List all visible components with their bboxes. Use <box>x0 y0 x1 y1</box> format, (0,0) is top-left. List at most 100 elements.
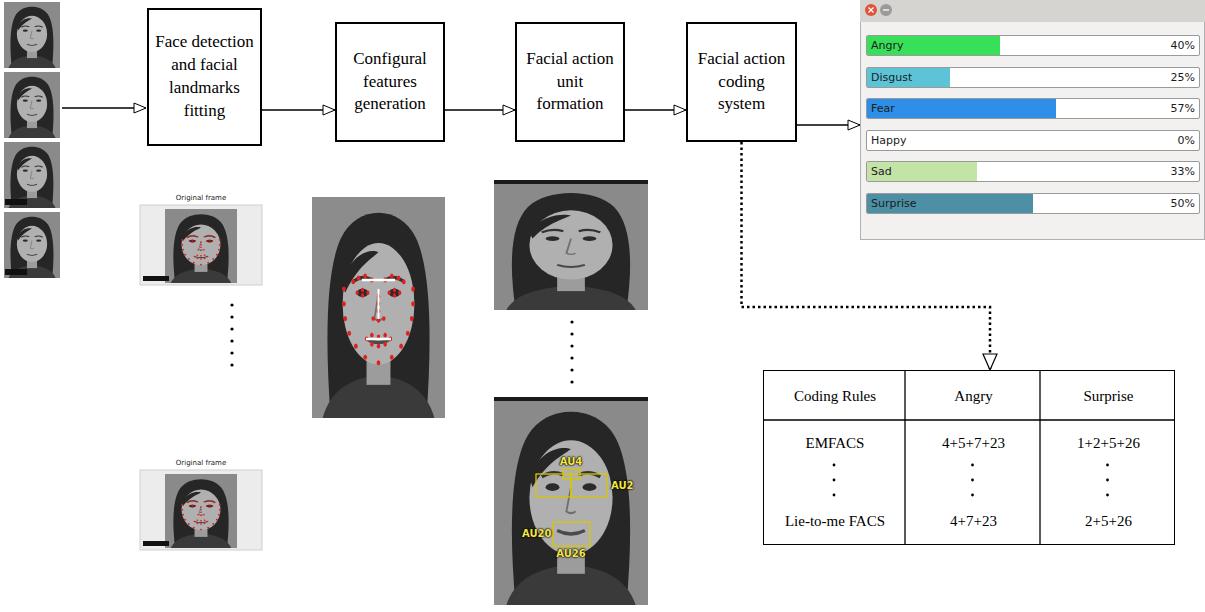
box-label: Face detection and facial landmarks fitt… <box>155 31 254 123</box>
emotion-percent: 40% <box>1171 39 1195 52</box>
flow-arrow <box>625 109 686 110</box>
timestamp-strip <box>5 269 27 275</box>
photo <box>4 142 60 208</box>
frame-caption: Original frame <box>176 460 226 468</box>
photo <box>494 397 648 605</box>
action-unit-label: AU26 <box>556 548 585 559</box>
photo <box>4 72 60 138</box>
action-unit-label: AU20 <box>522 528 551 539</box>
landmark-frames <box>140 205 262 550</box>
photo-strip <box>494 397 648 401</box>
feature-line <box>378 289 380 319</box>
au-box <box>536 474 571 497</box>
table-cell: Lie-to-me FACS <box>764 512 906 530</box>
box-label: Facial action coding system <box>694 48 789 117</box>
process-box: Facial action unit formation <box>515 22 625 142</box>
table-cell: Surprise <box>1041 387 1176 405</box>
action-unit-faces <box>494 180 648 605</box>
ellipsis-dots <box>570 320 573 383</box>
action-unit-label: AU4 <box>560 456 583 467</box>
emotion-bar: Angry 40% <box>866 35 1200 56</box>
photo <box>4 212 60 278</box>
table-rule <box>904 370 905 545</box>
flow-arrow <box>797 124 860 125</box>
photo <box>494 180 648 310</box>
process-box: Facial action coding system <box>686 22 797 142</box>
emotion-percent: 57% <box>1171 102 1195 115</box>
emotion-bar: Surprise 50% <box>866 193 1200 214</box>
landmarks <box>181 235 220 266</box>
box-label: Configural features generation <box>343 48 437 117</box>
landmarks <box>181 500 220 531</box>
process-box: Face detection and facial landmarks fitt… <box>147 8 262 146</box>
bar-fill <box>867 99 1056 118</box>
au-box <box>571 474 607 497</box>
face-photo <box>323 213 435 418</box>
close-button <box>865 4 877 16</box>
box-label: Facial action unit formation <box>523 48 617 117</box>
emotion-name: Fear <box>871 102 895 115</box>
results-window: Angry 40% Disgust 25% Fear 57% Happy 0% Sad 33% Su… <box>860 0 1205 240</box>
flow-arrow <box>445 109 515 110</box>
table-rule <box>1039 370 1040 545</box>
photo <box>4 2 60 68</box>
photo-strip <box>494 180 648 184</box>
emotion-name: Angry <box>871 39 904 52</box>
window-body <box>861 1 1205 240</box>
emotion-name: Happy <box>871 134 907 147</box>
emotion-percent: 0% <box>1178 134 1195 147</box>
emotion-name: Disgust <box>871 71 912 84</box>
emotion-percent: 33% <box>1171 165 1195 178</box>
window-chrome <box>860 0 1205 240</box>
emotion-percent: 25% <box>1171 71 1195 84</box>
table-cell: 4+7+23 <box>906 512 1041 530</box>
action-unit-label: AU2 <box>611 480 634 491</box>
feature-line <box>362 279 395 282</box>
face-photo <box>506 193 635 310</box>
table-cell: Coding Rules <box>764 387 906 405</box>
face-photo <box>8 217 55 278</box>
frame-caption: Original frame <box>176 195 226 203</box>
emotion-name: Surprise <box>871 197 917 210</box>
face-photo <box>506 412 635 605</box>
table-rule <box>763 419 1175 420</box>
flow-arrow <box>262 109 335 110</box>
photo <box>165 474 237 548</box>
frame <box>140 205 262 285</box>
input-frames <box>4 2 60 278</box>
table-cell: 4+5+7+23 <box>906 434 1041 452</box>
table-cell: 1+2+5+26 <box>1041 434 1176 452</box>
face-photo <box>8 147 55 208</box>
timestamp-strip <box>5 199 27 205</box>
feature-line <box>366 338 391 341</box>
configural-face <box>312 197 445 418</box>
minimize-button <box>880 4 892 16</box>
ellipsis-dots <box>230 303 233 366</box>
emotion-bar: Disgust 25% <box>866 67 1200 88</box>
au-box <box>563 469 580 479</box>
emotion-name: Sad <box>871 165 892 178</box>
timestamp-strip <box>143 541 169 546</box>
emotion-bar: Sad 33% <box>866 161 1200 182</box>
emotion-bar: Happy 0% <box>866 130 1200 151</box>
timestamp-strip <box>143 276 169 281</box>
landmarks <box>342 274 415 366</box>
close-cross <box>869 8 874 13</box>
table-cell: Angry <box>906 387 1041 405</box>
table-cell: EMFACS <box>764 434 906 452</box>
au-box <box>553 522 590 546</box>
photo <box>312 197 445 418</box>
face-photo <box>171 214 231 283</box>
ellipsis-dots <box>833 464 1109 497</box>
emotion-percent: 50% <box>1171 197 1195 210</box>
emotion-bar: Fear 57% <box>866 98 1200 119</box>
photo <box>165 209 237 283</box>
frame <box>140 470 262 550</box>
face-photo <box>8 7 55 68</box>
face-photo <box>8 77 55 138</box>
process-box: Configural features generation <box>335 22 445 142</box>
table-cell: 2+5+26 <box>1041 512 1176 530</box>
minimize-bar <box>883 9 889 10</box>
coding-table: Coding RulesAngrySurpriseEMFACS4+5+7+231… <box>763 370 1175 545</box>
